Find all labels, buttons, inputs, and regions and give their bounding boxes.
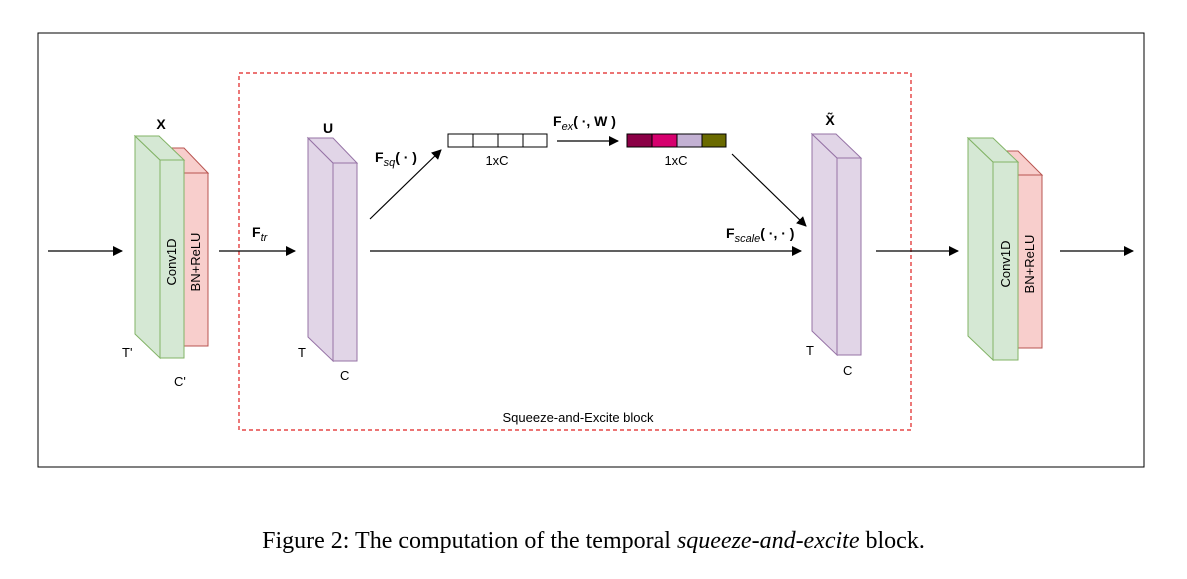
excite-cell: [651, 133, 678, 148]
input-conv-label: Conv1D: [164, 239, 179, 286]
squeeze-cell: [447, 133, 474, 148]
fscale-label: Fscale( ·, · ): [726, 225, 794, 245]
excite-cell: [701, 133, 727, 148]
output-conv-label: Conv1D: [998, 241, 1013, 288]
u-c-label: C: [340, 368, 349, 383]
se-diagram: Conv1D BN+ReLU X T' C' U T C X̃ T C Conv…: [37, 32, 1145, 468]
arrow-fsq: [369, 149, 442, 220]
squeeze-vector-label: 1xC: [485, 153, 508, 168]
input-block: Conv1D BN+ReLU X T' C': [122, 116, 210, 389]
xtilde-block: X̃ T C: [806, 111, 863, 378]
figure-caption: Figure 2: The computation of the tempora…: [0, 528, 1187, 555]
output-conv-side: [967, 136, 994, 362]
input-bn-front: [183, 172, 209, 347]
outer-frame: [37, 32, 1145, 468]
xtilde-side: [811, 132, 838, 357]
excite-vector: 1xC: [626, 133, 727, 168]
u-block: U T C: [298, 120, 359, 383]
squeeze-vector: 1xC: [447, 133, 548, 168]
squeeze-cell: [472, 133, 499, 148]
output-conv-front: [992, 161, 1019, 361]
xtilde-label: X̃: [825, 111, 835, 128]
output-block: Conv1D BN+ReLU: [966, 136, 1044, 362]
caption-prefix: Figure 2: The computation of the tempora…: [262, 528, 677, 554]
u-side: [307, 136, 334, 363]
excite-cell: [626, 133, 653, 148]
input-bn-label: BN+ReLU: [188, 233, 203, 292]
squeeze-cell: [522, 133, 548, 148]
input-c-label: C': [174, 374, 186, 389]
u-front: [332, 162, 358, 362]
xtilde-t-label: T: [806, 343, 814, 358]
xtilde-c-label: C: [843, 363, 852, 378]
arrow-excite-to-xtilde: [731, 153, 807, 227]
squeeze-cell: [497, 133, 524, 148]
u-label: U: [323, 120, 333, 136]
caption-suffix: block.: [859, 528, 925, 554]
fsq-label: Fsq( · ): [375, 149, 417, 169]
u-t-label: T: [298, 345, 306, 360]
xtilde-front: [836, 157, 862, 356]
ftr-label: Ftr: [252, 224, 269, 244]
fex-label: Fex( ·, W ): [553, 113, 616, 133]
output-bn-label: BN+ReLU: [1022, 235, 1037, 294]
input-conv-front: [159, 159, 185, 359]
caption-emph: squeeze-and-excite: [676, 528, 860, 554]
input-x-label: X: [156, 116, 166, 132]
input-t-label: T': [122, 345, 132, 360]
input-conv-side: [134, 134, 161, 360]
se-block-label: Squeeze-and-Excite block: [502, 410, 654, 425]
excite-cell: [676, 133, 703, 148]
excite-vector-label: 1xC: [664, 153, 687, 168]
